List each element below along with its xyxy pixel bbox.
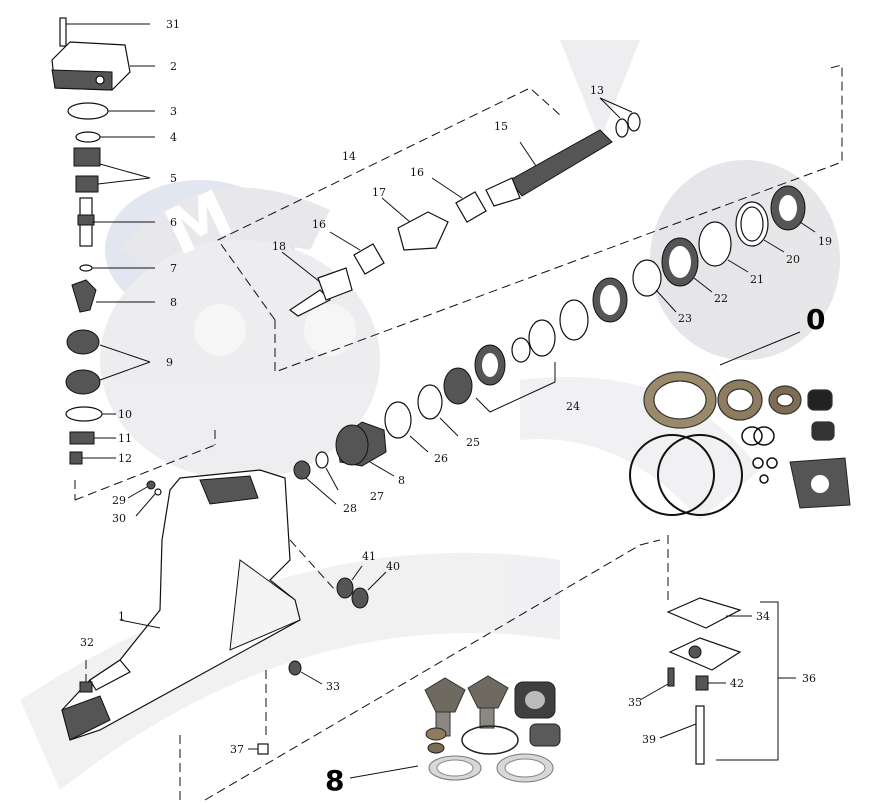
callout-20: 20 (786, 253, 800, 266)
callout-6: 6 (170, 216, 177, 229)
callout-17: 17 (372, 186, 386, 199)
callout-42: 42 (730, 677, 744, 690)
shift-shaft-39 (659, 705, 705, 765)
callout-39: 39 (642, 733, 656, 746)
callout-33: 33 (326, 680, 340, 693)
u-joint-cross-16b (329, 231, 385, 275)
callout-28: 28 (343, 502, 357, 515)
u-joint-cross-16a (431, 177, 487, 223)
forward-gear-8 (335, 421, 395, 477)
callout-2: 2 (170, 60, 177, 73)
bearing-set-24 (443, 277, 628, 413)
gear-kit-photo (349, 675, 561, 783)
shim-20 (735, 201, 785, 253)
callout-16-a: 16 (410, 166, 424, 179)
gear-housing-1 (61, 469, 301, 741)
o-ring-3 (67, 102, 155, 120)
bolt-31 (59, 17, 150, 47)
callout-8-pinion: 8 (170, 296, 177, 309)
callout-37: 37 (230, 743, 244, 756)
callout-21: 21 (750, 273, 764, 286)
bearing-cup-11 (69, 431, 116, 445)
bushing-42 (695, 675, 726, 691)
callout-22: 22 (714, 292, 728, 305)
bearing-9 (65, 329, 151, 395)
pin-41 (336, 565, 363, 599)
callout-40: 40 (386, 560, 400, 573)
shim-10 (65, 406, 116, 422)
callout-11: 11 (118, 432, 132, 445)
washer-27 (315, 451, 339, 491)
plug-37 (248, 743, 269, 755)
callout-19: 19 (818, 235, 832, 248)
callout-16-b: 16 (312, 218, 326, 231)
callout-14: 14 (342, 150, 356, 163)
callout-36: 36 (802, 672, 816, 685)
callout-3: 3 (170, 105, 177, 118)
callout-30: 30 (112, 512, 126, 525)
plug-29 (127, 480, 156, 499)
pin-40 (351, 571, 387, 609)
washer-30 (135, 488, 162, 517)
ring-7 (79, 264, 155, 272)
gear-kit-label: 8 (325, 764, 344, 797)
callout-35: 35 (628, 696, 642, 709)
callout-4: 4 (170, 131, 177, 144)
plug-33 (288, 660, 323, 685)
bearing-carrier-19 (770, 185, 816, 233)
callout-31: 31 (166, 18, 180, 31)
callout-8-gear: 8 (398, 474, 405, 487)
seal-kit-label: 0 (806, 303, 825, 336)
callout-41: 41 (362, 550, 376, 563)
bearing-12 (69, 451, 116, 465)
callout-9: 9 (166, 356, 173, 369)
cover-2 (51, 41, 155, 91)
callout-5: 5 (170, 172, 177, 185)
pinion-gear-8 (71, 279, 155, 313)
dashed-leader-41 (289, 539, 336, 591)
callout-32: 32 (80, 636, 94, 649)
callout-7: 7 (170, 262, 177, 275)
seal-kit-photo (629, 331, 851, 516)
callout-18: 18 (272, 240, 286, 253)
callout-29: 29 (112, 494, 126, 507)
callout-34: 34 (756, 610, 770, 623)
pump-cover-34 (666, 597, 752, 629)
ring-26 (384, 401, 429, 453)
callout-10: 10 (118, 408, 132, 421)
callout-24: 24 (566, 400, 580, 413)
nut-28 (293, 460, 337, 505)
spacer-23 (632, 259, 677, 313)
shim-4 (75, 131, 155, 143)
shaft-assembly-dashed-box (217, 64, 843, 373)
callout-labels: 31 2 3 4 5 6 7 8 9 10 11 12 13 14 15 16 … (80, 18, 832, 756)
pump-base (668, 637, 742, 671)
callout-26: 26 (434, 452, 448, 465)
bracket-36 (716, 601, 779, 761)
callout-13: 13 (590, 84, 604, 97)
drive-shaft-6 (77, 197, 155, 247)
propeller-shaft-15 (485, 129, 613, 207)
yoke-shaft-18 (281, 251, 353, 317)
callout-25: 25 (466, 436, 480, 449)
o-rings-13 (599, 97, 641, 138)
screw-35 (639, 667, 675, 701)
ring-21 (698, 221, 749, 273)
bearing-22 (661, 237, 713, 293)
callout-1: 1 (118, 610, 125, 623)
callout-12: 12 (118, 452, 132, 465)
ring-25 (417, 384, 459, 437)
callout-23: 23 (678, 312, 692, 325)
callout-15: 15 (494, 120, 508, 133)
bearing-5 (73, 147, 151, 193)
callout-27: 27 (370, 490, 384, 503)
housing-dashed-outline (74, 444, 669, 801)
yoke-17 (381, 197, 449, 251)
plug-32 (79, 681, 93, 693)
